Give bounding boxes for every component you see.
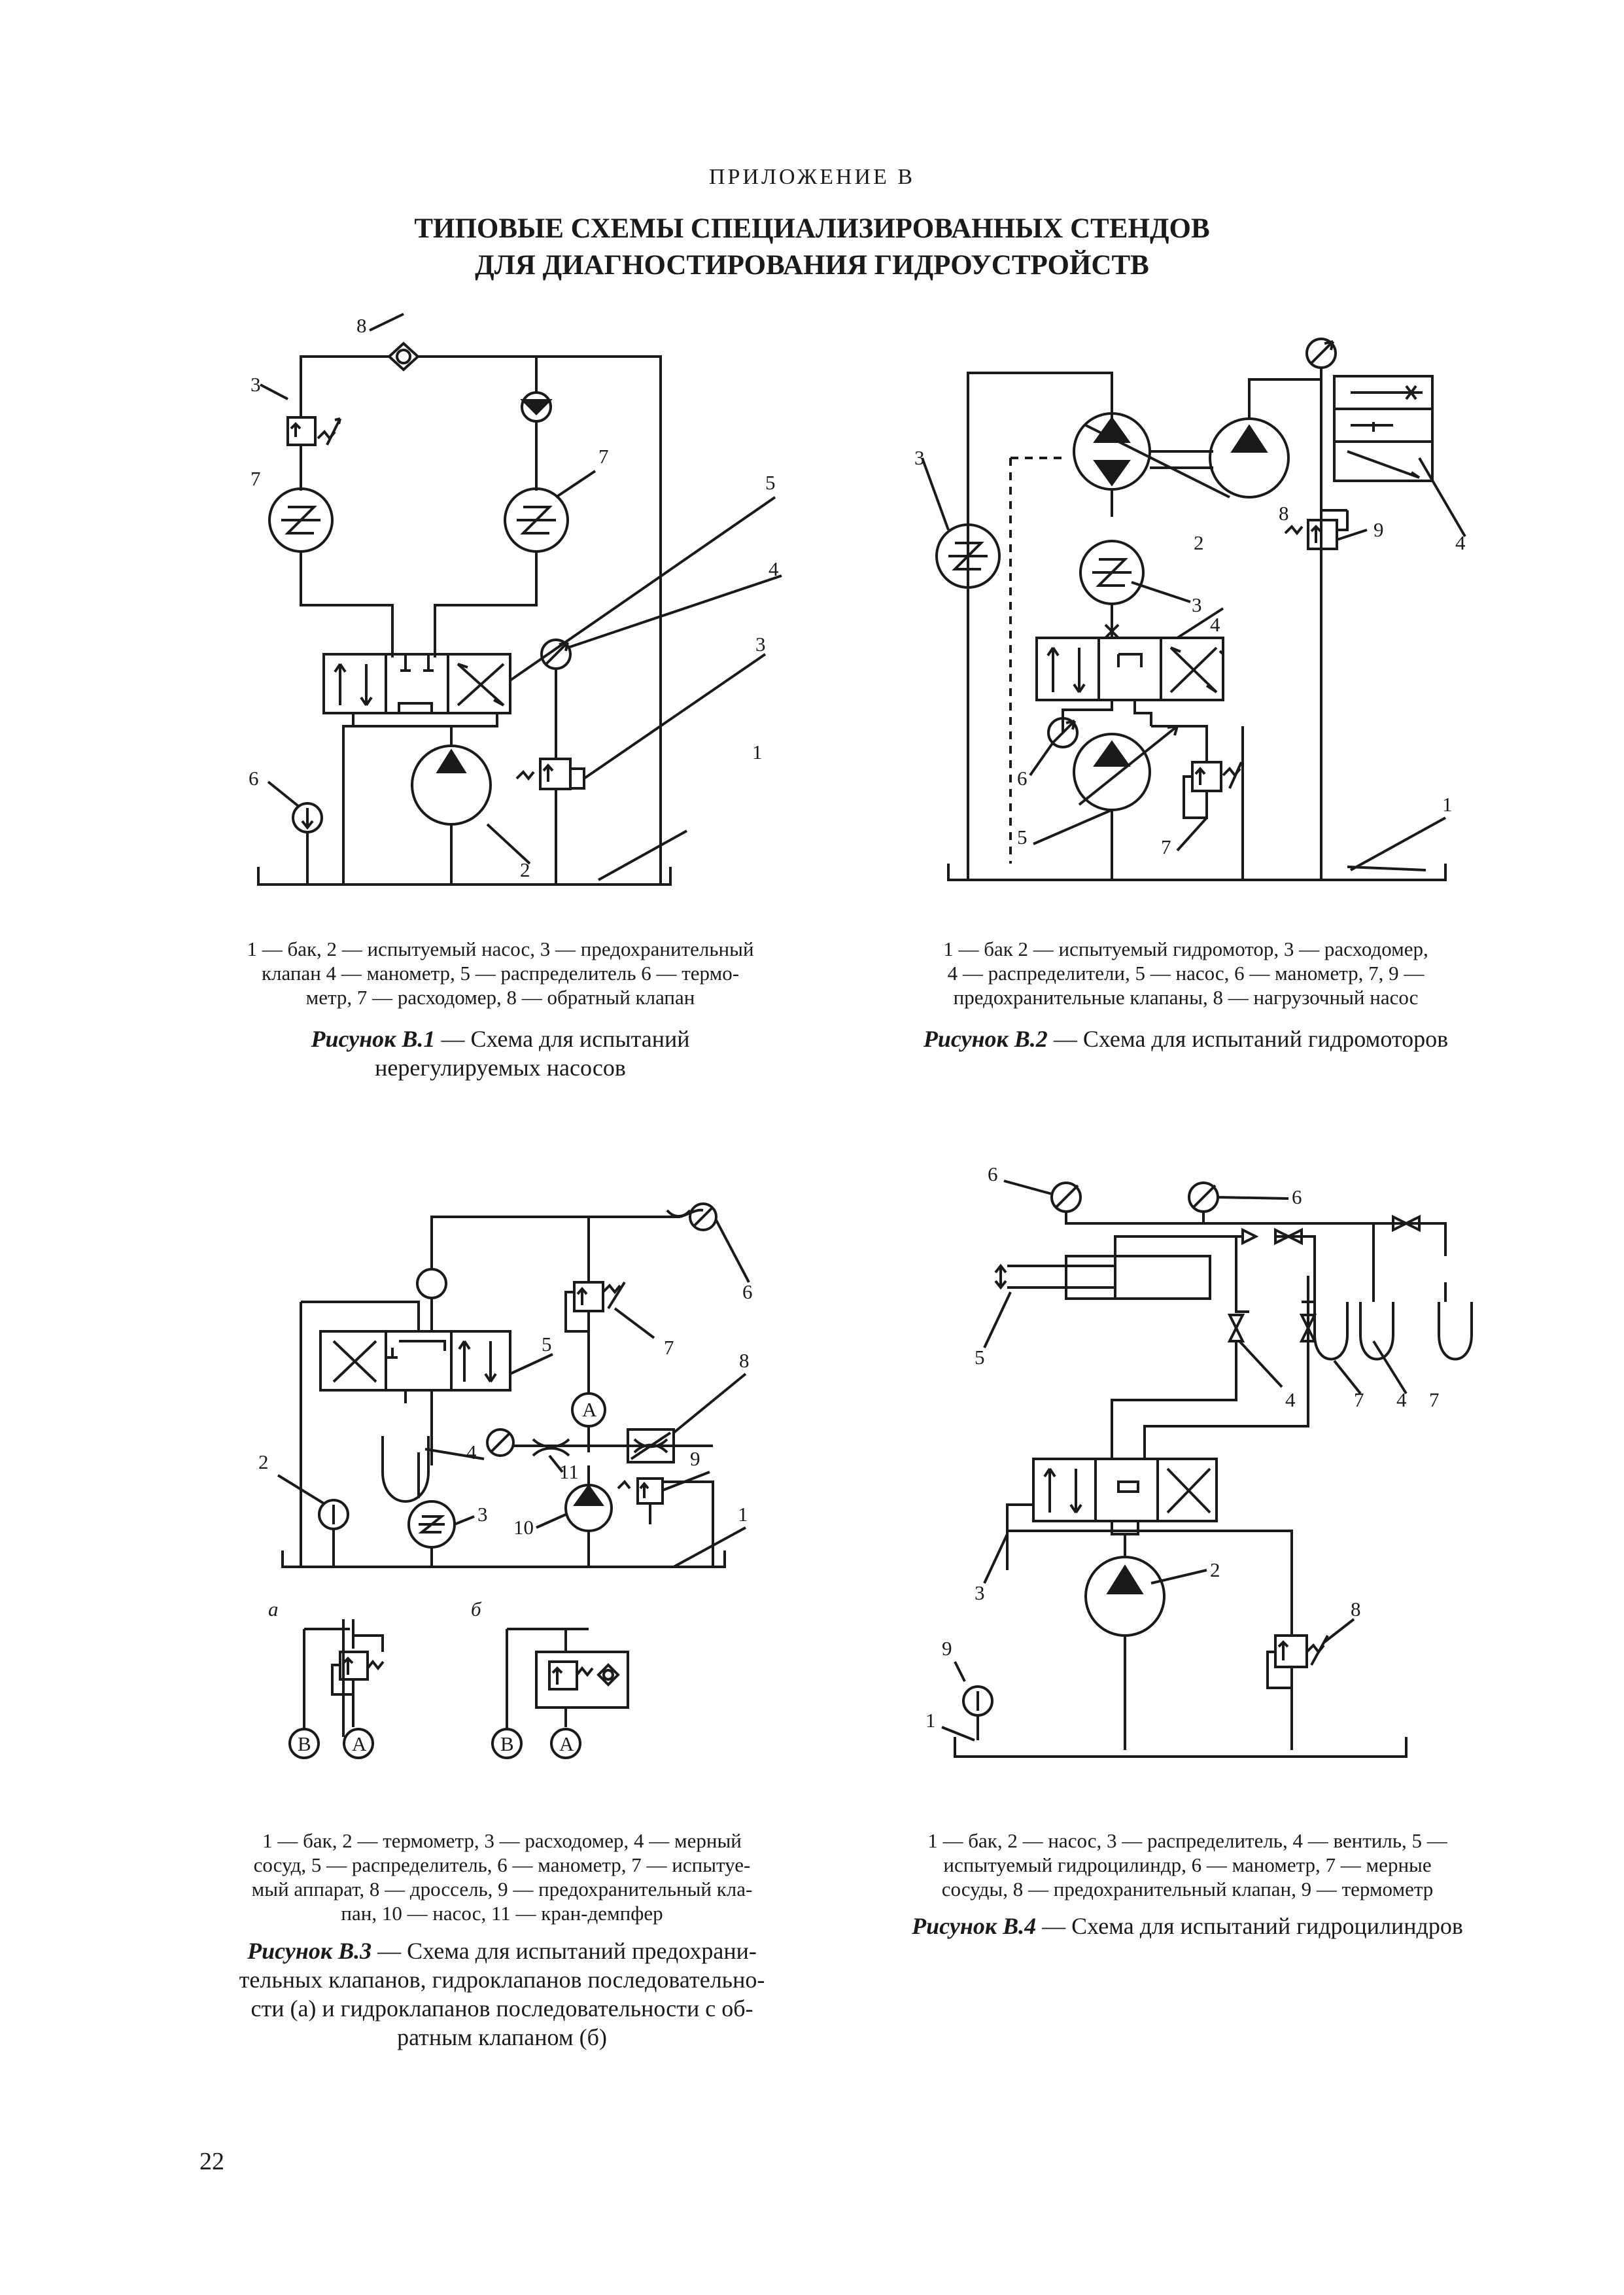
fig2-marker-3b: 3 [1192,593,1202,616]
fig1-marker-2: 2 [520,858,530,881]
fig4-caption: 1 — бак, 2 — насос, 3 — распределитель, … [882,1829,1493,1901]
fig1-title-text: — Схема для испытаний [435,1026,690,1052]
fig3-port-a2: A [559,1732,574,1755]
fig2-marker-1: 1 [1442,793,1453,816]
fig1-title-line-2: нерегулируемых насосов [375,1055,626,1081]
page-number: 22 [199,2148,224,2175]
fig2-marker-2: 2 [1194,531,1204,554]
fig1-marker-7b: 7 [598,445,609,468]
fig2-marker-4a: 4 [1455,531,1466,554]
fig3-marker-9: 9 [690,1447,700,1470]
fig3-marker-3: 3 [477,1503,488,1526]
fig4-caption-line-1: 1 — бак, 2 — насос, 3 — распределитель, … [927,1829,1447,1852]
fig3-title-line-2: тельных клапанов, гидроклапанов последов… [239,1967,765,1993]
fig3-sub-a: а [268,1598,279,1621]
fig2-marker-4b: 4 [1210,613,1220,636]
fig4-marker-6b: 6 [1292,1185,1302,1208]
figure-b3-diagram: 6 7 5 8 9 4 11 2 3 10 1 а б B A B A A [258,1202,753,1759]
fig2-caption-line-3: предохранительные клапаны, 8 — нагрузочн… [953,986,1419,1009]
fig4-marker-3: 3 [975,1581,985,1604]
fig4-marker-4b: 4 [1396,1388,1407,1411]
fig4-marker-2: 2 [1210,1558,1220,1581]
fig1-marker-6: 6 [249,767,259,790]
fig3-marker-7: 7 [664,1336,674,1359]
fig3-flow-a: A [582,1398,597,1421]
page-title: ТИПОВЫЕ СХЕМЫ СПЕЦИАЛИЗИРОВАННЫХ СТЕНДОВ… [0,211,1624,284]
fig2-caption: 1 — бак 2 — испытуемый гидромотор, 3 — р… [882,937,1490,1009]
fig3-marker-10: 10 [513,1516,534,1539]
fig4-title-label: Рисунок В.4 [912,1913,1037,1939]
fig4-marker-4a: 4 [1285,1388,1296,1411]
figure-b1-diagram: 8 3 7 7 5 4 3 1 6 2 [249,313,782,886]
figure-b4-diagram: 6 6 5 4 7 4 7 3 2 8 9 1 [925,1163,1473,1758]
fig4-marker-6a: 6 [988,1163,998,1185]
fig3-port-a1: A [352,1732,367,1755]
fig1-title: Рисунок В.1 — Схема для испытаний нерегу… [199,1025,801,1082]
fig2-title-label: Рисунок В.2 [923,1026,1048,1052]
fig3-marker-6: 6 [742,1280,753,1303]
fig2-marker-7: 7 [1161,835,1171,858]
fig3-port-b2: B [500,1732,514,1755]
fig3-caption-line-4: пан, 10 — насос, 11 — кран-демпфер [341,1902,663,1925]
fig4-marker-5: 5 [975,1346,985,1369]
fig4-marker-7a: 7 [1354,1388,1364,1411]
fig4-caption-line-2: испытуемый гидроцилиндр, 6 — манометр, 7… [943,1853,1432,1876]
fig2-marker-6: 6 [1017,767,1028,790]
title-line-1: ТИПОВЫЕ СХЕМЫ СПЕЦИАЛИЗИРОВАННЫХ СТЕНДОВ [414,213,1210,244]
fig3-title-text: — Схема для испытаний предохрани- [371,1938,757,1964]
fig4-marker-9: 9 [942,1637,952,1660]
fig2-marker-3a: 3 [914,446,925,469]
fig1-caption-line-2: клапан 4 — манометр, 5 — распределитель … [261,962,740,985]
fig3-caption-line-2: сосуд, 5 — распределитель, 6 — манометр,… [253,1853,751,1876]
fig3-marker-5: 5 [542,1333,552,1356]
fig1-marker-8: 8 [356,314,367,337]
fig3-title-label: Рисунок В.3 [247,1938,372,1964]
fig1-marker-3a: 3 [251,373,261,396]
fig3-marker-1: 1 [738,1503,748,1526]
fig2-marker-9: 9 [1373,518,1384,541]
fig3-sub-b: б [471,1598,482,1621]
fig2-title-text: — Схема для испытаний гидромоторов [1047,1026,1449,1052]
fig4-marker-1: 1 [925,1709,936,1732]
fig2-caption-line-2: 4 — распределители, 5 — насос, 6 — маном… [947,962,1425,985]
fig3-caption: 1 — бак, 2 — термометр, 3 — расходомер, … [199,1829,804,1925]
fig3-title: Рисунок В.3 — Схема для испытаний предох… [199,1936,804,2052]
fig4-marker-8: 8 [1351,1598,1361,1621]
fig1-caption-line-1: 1 — бак, 2 — испытуемый насос, 3 — предо… [247,937,754,960]
fig1-marker-7a: 7 [251,467,261,490]
fig2-caption-line-1: 1 — бак 2 — испытуемый гидромотор, 3 — р… [943,937,1428,960]
fig4-title-text: — Схема для испытаний гидроцилиндров [1036,1913,1463,1939]
fig1-marker-3b: 3 [755,633,766,656]
fig1-title-label: Рисунок В.1 [311,1026,436,1052]
fig3-marker-4: 4 [466,1441,477,1463]
fig2-marker-8: 8 [1279,502,1289,525]
fig1-marker-4: 4 [769,557,779,580]
fig3-marker-11: 11 [559,1460,579,1483]
fig3-title-line-3: сти (а) и гидроклапанов последовательнос… [251,1995,753,2022]
fig3-port-b1: B [298,1732,311,1755]
fig1-marker-1: 1 [752,741,763,763]
fig4-title: Рисунок В.4 — Схема для испытаний гидроц… [882,1912,1493,1940]
title-line-2: ДЛЯ ДИАГНОСТИРОВАНИЯ ГИДРОУСТРОЙСТВ [475,250,1149,281]
fig4-marker-7b: 7 [1429,1388,1440,1411]
fig3-caption-line-1: 1 — бак, 2 — термометр, 3 — расходомер, … [262,1829,742,1852]
fig3-caption-line-3: мый аппарат, 8 — дроссель, 9 — предохран… [251,1878,753,1901]
appendix-heading: ПРИЛОЖЕНИЕ В [708,165,916,189]
fig3-title-line-4: ратным клапаном (б) [397,2024,607,2050]
fig1-caption: 1 — бак, 2 — испытуемый насос, 3 — предо… [199,937,801,1009]
fig3-marker-8: 8 [739,1349,750,1372]
fig3-marker-2: 2 [258,1450,269,1473]
figure-b2-diagram: 3 2 8 9 4 3 4 6 5 7 1 [914,338,1466,881]
fig2-title: Рисунок В.2 — Схема для испытаний гидром… [882,1025,1490,1053]
fig1-caption-line-3: метр, 7 — расходомер, 8 — обратный клапа… [305,986,695,1009]
fig2-marker-5: 5 [1017,826,1028,849]
fig4-caption-line-3: сосуды, 8 — предохранительный клапан, 9 … [941,1878,1434,1901]
fig1-marker-5: 5 [765,471,776,494]
